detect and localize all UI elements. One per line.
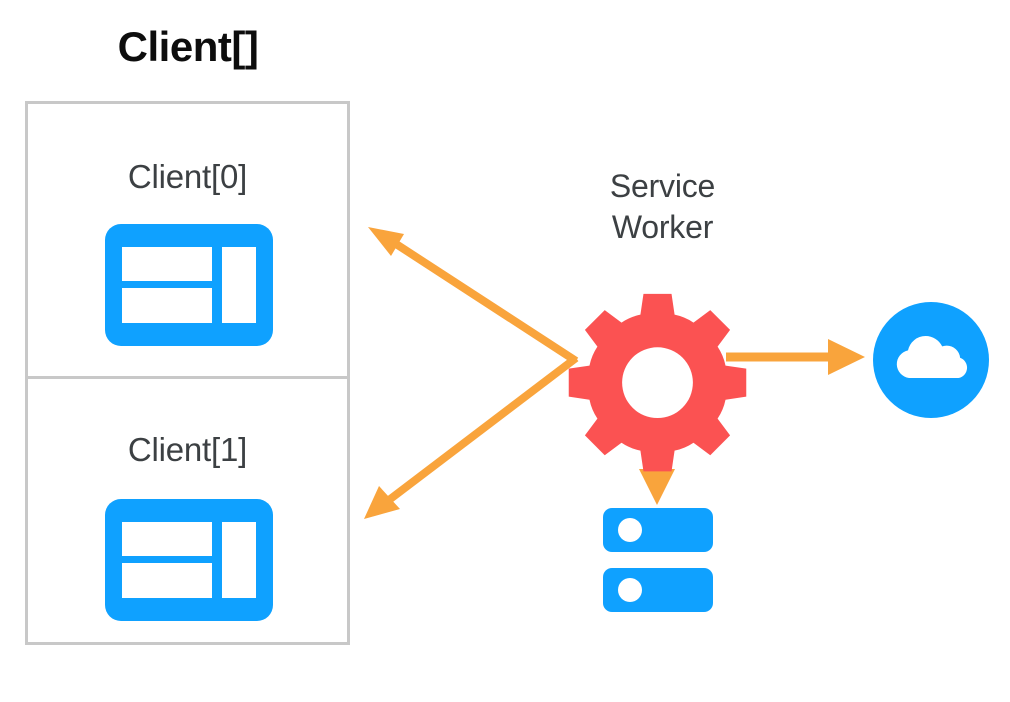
window-pane-bottom xyxy=(122,563,212,598)
window-pane-side xyxy=(222,522,256,598)
window-pane-side xyxy=(222,247,256,323)
browser-window-icon xyxy=(105,224,273,346)
database-bar-bottom xyxy=(603,568,713,612)
client-cell-1[interactable]: Client[1] xyxy=(28,376,347,645)
client-group-box: Client[0] Client[1] xyxy=(25,101,350,645)
service-worker-label-line-2: Worker xyxy=(611,208,714,245)
service-worker-label: Service Worker xyxy=(560,166,765,248)
client-0-label: Client[0] xyxy=(127,158,248,195)
arrow-to-client-0 xyxy=(368,227,579,365)
client-cell-0[interactable]: Client[0] xyxy=(28,104,347,376)
cloud-glyph xyxy=(896,336,968,378)
service-worker-label-line-1: Service xyxy=(609,168,716,204)
gear-icon xyxy=(568,293,747,472)
database-icon xyxy=(603,508,713,612)
arrow-to-cloud xyxy=(726,339,865,375)
window-pane-bottom xyxy=(122,288,212,323)
window-pane-top xyxy=(122,522,212,556)
page-title: Client[] xyxy=(117,23,259,70)
database-indicator-dot xyxy=(618,518,642,542)
database-bar-top xyxy=(603,508,713,552)
window-pane-top xyxy=(122,247,212,281)
database-indicator-dot xyxy=(618,578,642,602)
arrow-to-client-1 xyxy=(364,354,579,519)
browser-window-icon xyxy=(105,499,273,621)
cloud-icon xyxy=(873,302,989,418)
client-1-label: Client[1] xyxy=(127,431,248,468)
